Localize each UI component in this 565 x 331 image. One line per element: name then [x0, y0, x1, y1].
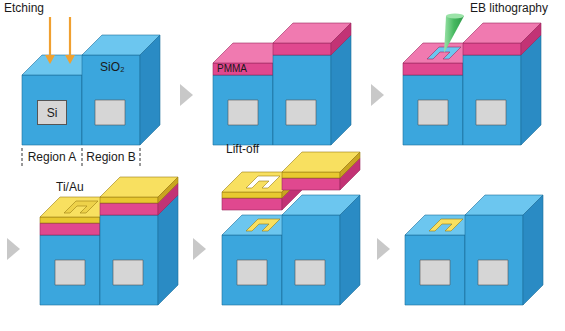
pmma-a-front [403, 63, 463, 75]
region-label: Region A [28, 150, 77, 164]
pmma-b-front [282, 178, 340, 190]
si-core [95, 100, 125, 125]
si-core [478, 260, 508, 285]
si-core [286, 100, 316, 125]
material-label: Si [47, 106, 58, 120]
region-a-oxide-front [403, 75, 463, 145]
region-a-oxide-front [22, 75, 82, 145]
si-core [55, 260, 85, 285]
tiau-pattern [429, 219, 463, 231]
tiau-b-side [158, 177, 178, 203]
region-b-oxide-front [273, 55, 331, 145]
process-step: EB lithography [470, 1, 548, 15]
etching-arrows [45, 17, 75, 64]
tiau-b-side [340, 152, 360, 178]
tiau-pattern [64, 201, 98, 213]
pmma-b-front [273, 43, 331, 55]
region-a-oxide-front [213, 75, 273, 145]
region-a-oxide-front [40, 235, 100, 305]
si-core [113, 260, 143, 285]
layer-stacks [22, 23, 543, 305]
material-label: PMMA [217, 63, 247, 75]
pmma-b-front [100, 203, 158, 215]
pmma-b-side [331, 23, 351, 55]
electron-beam-top [446, 14, 464, 19]
tiau-a-front [222, 192, 282, 198]
si-core [476, 100, 506, 125]
tiau-b-front [100, 197, 158, 203]
tiau-a-front [40, 217, 100, 223]
step-arrows [7, 84, 390, 260]
pmma-b-front [463, 43, 521, 55]
si-core [228, 100, 258, 125]
tiau-b-front [282, 172, 340, 178]
region-b-oxide-side [340, 195, 360, 305]
region-b-oxide-front [465, 215, 523, 305]
electron-beam [444, 16, 464, 53]
material-label: SiO₂ [100, 60, 125, 74]
region-b-oxide-front [100, 215, 158, 305]
pmma-a-front [213, 63, 273, 75]
pmma-a-front [222, 198, 282, 210]
region-b-oxide-front [282, 215, 340, 305]
region-label: Region B [86, 150, 135, 164]
si-core [420, 260, 450, 285]
lifted-opening [246, 176, 280, 188]
tiau-pattern [246, 219, 280, 231]
region-a-oxide-front [405, 235, 465, 305]
process-step: Etching [4, 1, 44, 15]
region-b-oxide-front [463, 55, 521, 145]
region-dividers [22, 148, 140, 168]
si-core [418, 100, 448, 125]
process-step: Lift-off [226, 142, 259, 156]
pmma-a-front [40, 223, 100, 235]
pmma-b-side [521, 23, 541, 55]
region-b-oxide-side [523, 195, 543, 305]
material-label: Ti/Au [56, 180, 84, 194]
region-b-oxide-side [140, 35, 160, 145]
region-b-oxide-front [82, 55, 140, 145]
si-core [237, 260, 267, 285]
region-a-oxide-front [222, 235, 282, 305]
si-core [295, 260, 325, 285]
silicon-core-box: Si [37, 100, 67, 125]
